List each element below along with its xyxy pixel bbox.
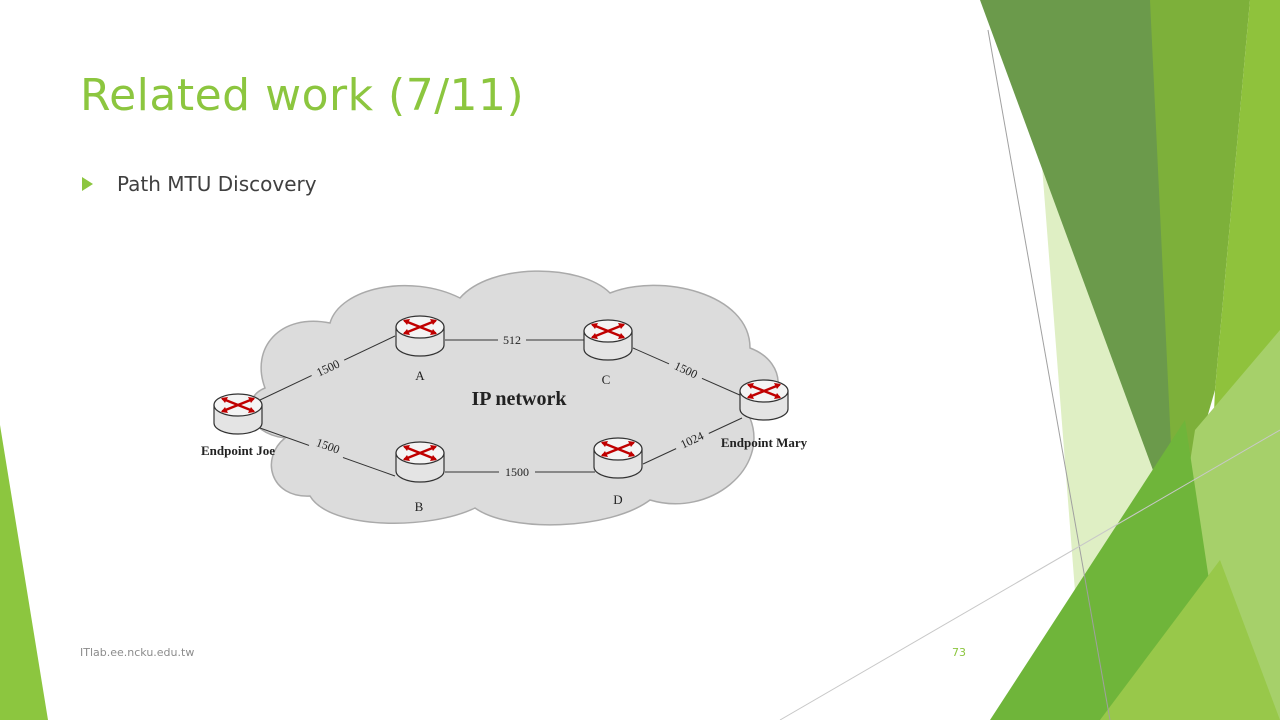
link-label-a-c: 512 xyxy=(503,333,521,347)
network-diagram: 1500 1500 512 1500 1500 1024 A C B xyxy=(201,270,808,526)
right-shape-dark xyxy=(980,0,1200,530)
router-icon-b xyxy=(394,440,446,484)
node-label-c: C xyxy=(602,372,611,387)
node-label-a: A xyxy=(415,368,425,383)
router-icon-joe xyxy=(212,392,264,436)
router-icon-a xyxy=(394,314,446,358)
router-icon-d xyxy=(592,436,644,480)
node-label-joe: Endpoint Joe xyxy=(201,443,275,458)
node-label-d: D xyxy=(613,492,622,507)
right-shape-bottom-light xyxy=(1100,560,1280,720)
router-icon-c xyxy=(582,318,634,362)
bullet-item: Path MTU Discovery xyxy=(82,172,317,196)
bullet-text: Path MTU Discovery xyxy=(117,172,317,196)
link-label-b-d: 1500 xyxy=(505,465,529,479)
triangle-bullet-icon xyxy=(82,177,93,191)
slide-title: Related work (7/11) xyxy=(80,70,525,121)
node-label-mary: Endpoint Mary xyxy=(721,435,808,450)
footer-url: ITlab.ee.ncku.edu.tw xyxy=(80,646,195,659)
right-shape-mid xyxy=(1150,0,1250,530)
decor-line-1 xyxy=(987,29,1111,720)
node-label-b: B xyxy=(415,499,424,514)
router-icon-mary xyxy=(738,378,790,422)
cloud-label: IP network xyxy=(472,388,568,410)
left-accent-shape xyxy=(0,425,48,720)
page-number: 73 xyxy=(952,646,966,659)
decor-line-2 xyxy=(779,429,1280,720)
